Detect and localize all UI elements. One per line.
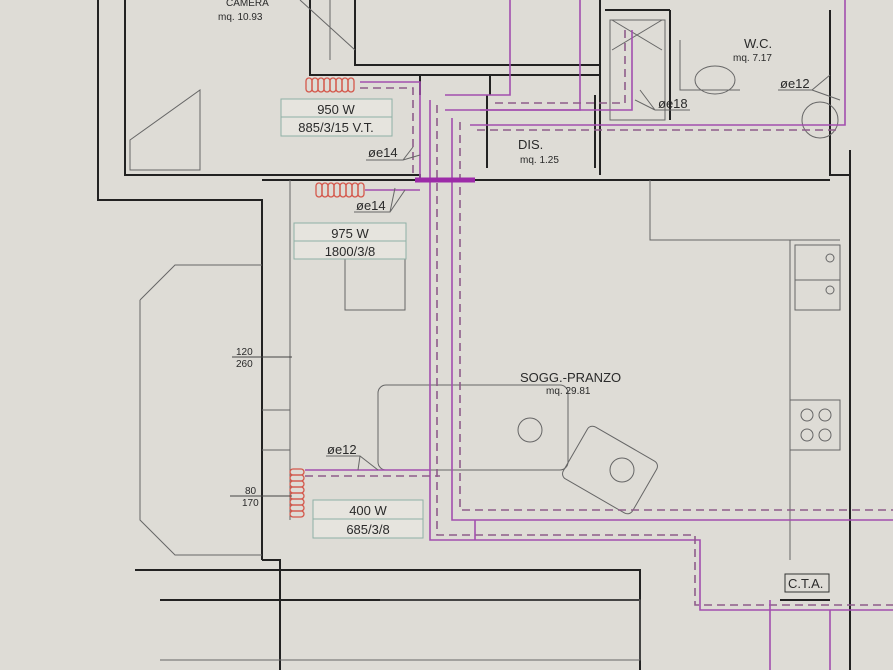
pipe-label: øe14 [368, 145, 398, 160]
room-area-soggiorno: mq. 29.81 [546, 386, 591, 397]
radiator-label-2: 975 W 1800/3/8 [293, 222, 407, 260]
window-dim-bottom: 260 [236, 359, 253, 370]
radiator-symbol [289, 468, 305, 518]
pipe-label: øe12 [327, 442, 357, 457]
heating-pipes [305, 0, 893, 670]
window-dim-top: 120 [236, 347, 253, 358]
svg-text:685/3/8: 685/3/8 [346, 522, 389, 537]
walls [97, 0, 851, 670]
pipe-label: øe12 [780, 76, 810, 91]
svg-text:400 W: 400 W [349, 503, 387, 518]
svg-text:1800/3/8: 1800/3/8 [325, 244, 376, 259]
pipe-label: øe18 [658, 96, 688, 111]
radiator-symbol [315, 182, 365, 198]
room-name-dis: DIS. [518, 137, 543, 152]
svg-text:950 W: 950 W [317, 102, 355, 117]
furniture [344, 65, 839, 515]
room-name-camera: CAMERA [226, 0, 269, 9]
room-name-wc: W.C. [744, 36, 772, 51]
room-area-camera: mq. 10.93 [218, 12, 263, 23]
room-area-dis: mq. 1.25 [520, 155, 559, 166]
radiator-label-3: 400 W 685/3/8 [312, 499, 424, 539]
pipe-label: øe14 [356, 198, 386, 213]
radiator-symbol [305, 77, 355, 93]
window-dim-top: 80 [245, 486, 257, 497]
room-name-cta: C.T.A. [788, 576, 823, 591]
window-dim-bottom: 170 [242, 498, 259, 509]
radiator-label-1: 950 W 885/3/15 V.T. [280, 98, 393, 137]
room-area-wc: mq. 7.17 [733, 53, 772, 64]
svg-text:975 W: 975 W [331, 226, 369, 241]
svg-text:885/3/15 V.T.: 885/3/15 V.T. [298, 120, 373, 135]
room-name-soggiorno: SOGG.-PRANZO [520, 370, 621, 385]
